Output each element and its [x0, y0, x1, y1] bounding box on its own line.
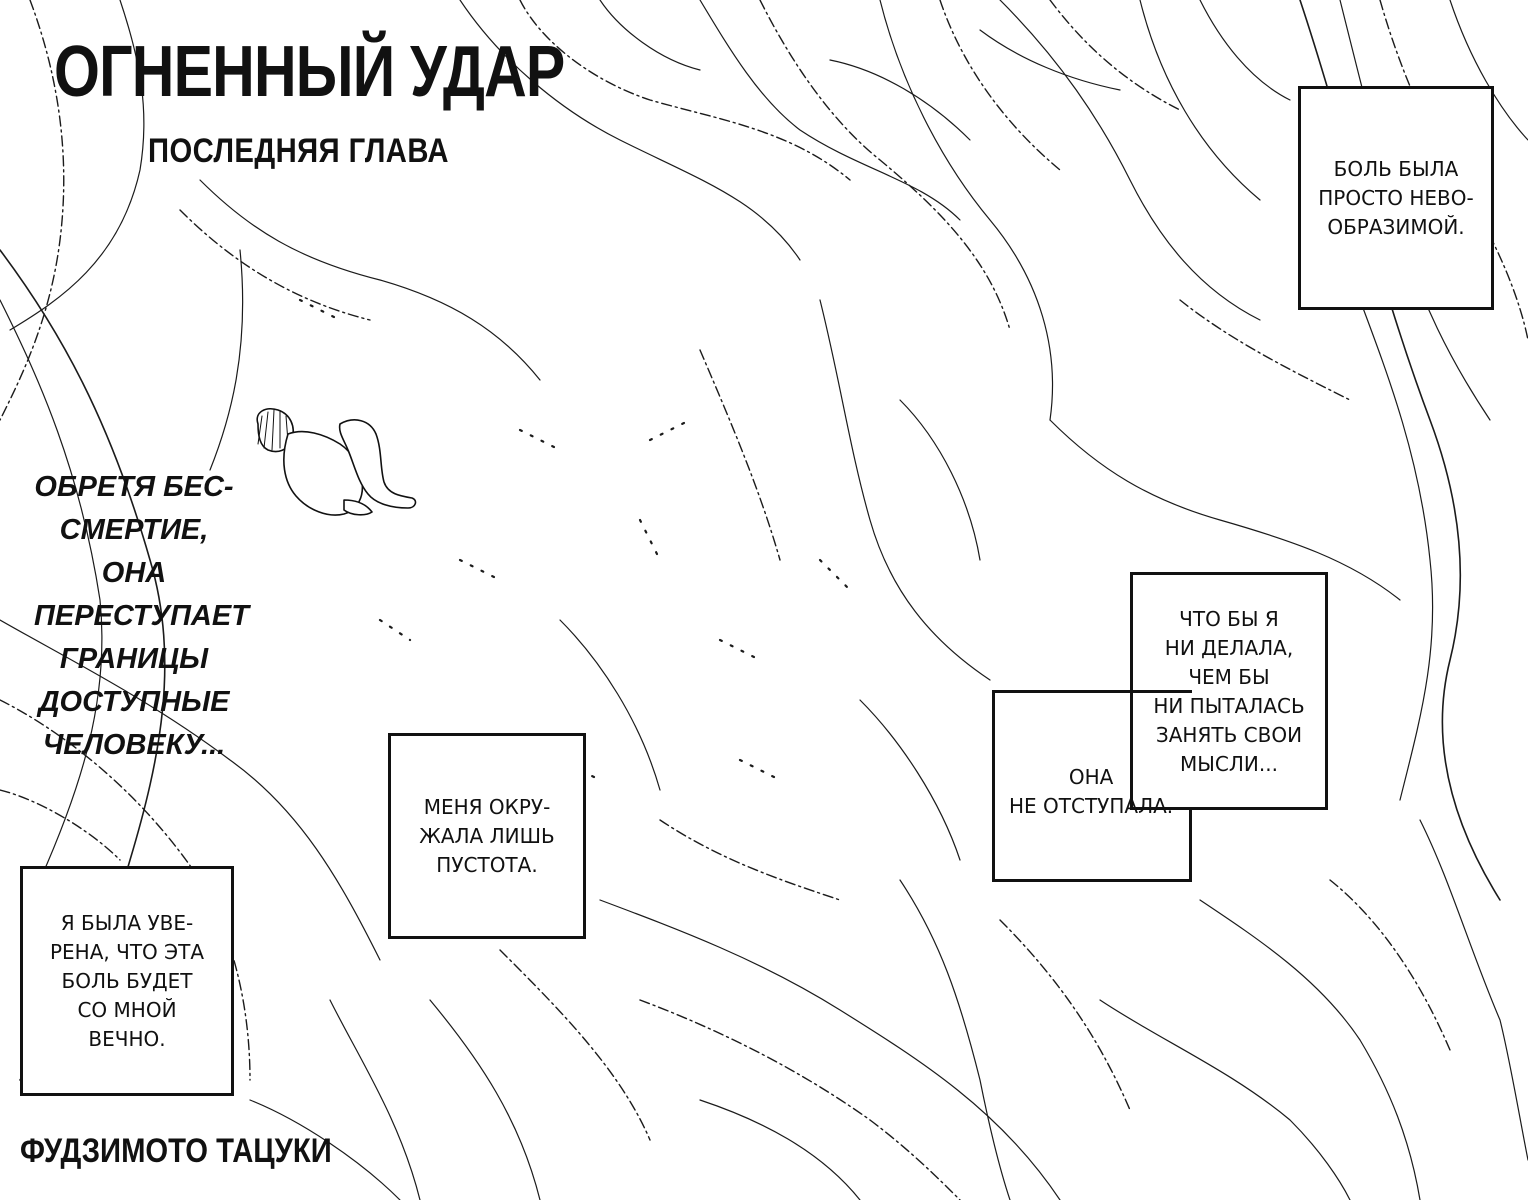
caption-line: ЧТО БЫ Я: [1179, 607, 1279, 631]
narration-line: ДОСТУПНЫЕ: [38, 686, 230, 718]
caption-line: ЧЕМ БЫ: [1188, 665, 1270, 689]
narration-line: ПЕРЕСТУПАЕТ: [34, 600, 249, 632]
caption-line: НЕ ОТСТУПАЛА.: [1009, 794, 1174, 818]
caption-line: ОБРАЗИМОЙ.: [1327, 214, 1465, 239]
caption-box-emptiness: МЕНЯ ОКРУ- ЖАЛА ЛИШЬ ПУСТОТА.: [388, 733, 586, 939]
caption-line: НИ ДЕЛАЛА,: [1164, 636, 1294, 660]
caption-line: СО МНОЙ: [77, 997, 177, 1022]
caption-line: МЫСЛИ...: [1180, 752, 1278, 776]
caption-line: ЗАНЯТЬ СВОИ: [1155, 723, 1303, 747]
caption-line: РЕНА, ЧТО ЭТА: [49, 939, 205, 964]
caption-box-retreat: ОНА НЕ ОТСТУПАЛА.: [992, 690, 1192, 882]
caption-text: ЧТО БЫ Я НИ ДЕЛАЛА, ЧЕМ БЫ НИ ПЫТАЛАСЬ З…: [1153, 605, 1304, 779]
caption-line: НИ ПЫТАЛАСЬ: [1153, 694, 1305, 718]
caption-line: БОЛЬ БУДЕТ: [61, 968, 193, 993]
caption-line: ЖАЛА ЛИШЬ: [419, 823, 555, 848]
chapter-subtitle: ПОСЛЕДНЯЯ ГЛАВА: [148, 132, 449, 170]
caption-box-certain: Я БЫЛА УВЕ- РЕНА, ЧТО ЭТА БОЛЬ БУДЕТ СО …: [20, 866, 234, 1096]
caption-box-pain: БОЛЬ БЫЛА ПРОСТО НЕВО- ОБРАЗИМОЙ.: [1298, 86, 1494, 310]
caption-line: МЕНЯ ОКРУ-: [423, 794, 551, 819]
caption-text: БОЛЬ БЫЛА ПРОСТО НЕВО- ОБРАЗИМОЙ.: [1318, 155, 1473, 242]
author-credit: ФУДЗИМОТО ТАЦУКИ: [20, 1132, 332, 1170]
caption-text: ОНА НЕ ОТСТУПАЛА.: [1009, 763, 1173, 821]
caption-line: Я БЫЛА УВЕ-: [60, 910, 194, 935]
caption-line: ВЕЧНО.: [88, 1026, 166, 1051]
narration-text: ОБРЕТЯ БЕС- СМЕРТИЕ, ОНА ПЕРЕСТУПАЕТ ГРА…: [34, 466, 249, 767]
caption-text: Я БЫЛА УВЕ- РЕНА, ЧТО ЭТА БОЛЬ БУДЕТ СО …: [50, 909, 204, 1054]
page-title: ОГНЕННЫЙ УДАР: [54, 32, 565, 112]
narration-line: ОБРЕТЯ БЕС-: [34, 471, 234, 503]
curled-figure-illustration: [256, 408, 417, 516]
narration-line: ЧЕЛОВЕКУ...: [42, 729, 226, 761]
caption-line: ОНА: [1068, 765, 1114, 789]
caption-box-edge: [1189, 807, 1192, 882]
caption-line: БОЛЬ БЫЛА: [1333, 156, 1459, 181]
caption-text: МЕНЯ ОКРУ- ЖАЛА ЛИШЬ ПУСТОТА.: [419, 793, 554, 880]
caption-line: ПУСТОТА.: [436, 852, 538, 877]
narration-line: СМЕРТИЕ, ОНА: [59, 514, 209, 589]
caption-line: ПРОСТО НЕВО-: [1318, 185, 1474, 210]
narration-line: ГРАНИЦЫ: [59, 643, 209, 675]
